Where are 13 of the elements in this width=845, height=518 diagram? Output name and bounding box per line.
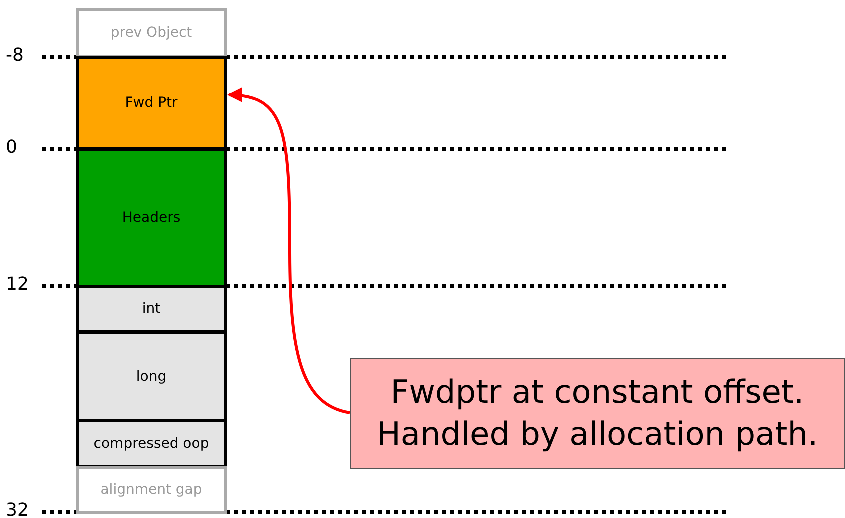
memory-slot: alignment gap <box>76 466 227 514</box>
memory-slot: prev Object <box>76 8 227 58</box>
memory-slot: long <box>76 331 227 422</box>
memory-slot: int <box>76 285 227 333</box>
callout-box: Fwdptr at constant offset. Handled by allocation path. <box>350 358 845 469</box>
memory-slot: Fwd Ptr <box>76 56 227 150</box>
arrow <box>228 88 350 414</box>
offset-label: 0 <box>6 138 18 158</box>
offset-label: 12 <box>6 275 29 295</box>
offset-label: -8 <box>6 46 24 66</box>
memory-slot: Headers <box>76 148 227 288</box>
offset-label: 32 <box>6 501 29 518</box>
memory-slot: compressed oop <box>76 419 227 468</box>
